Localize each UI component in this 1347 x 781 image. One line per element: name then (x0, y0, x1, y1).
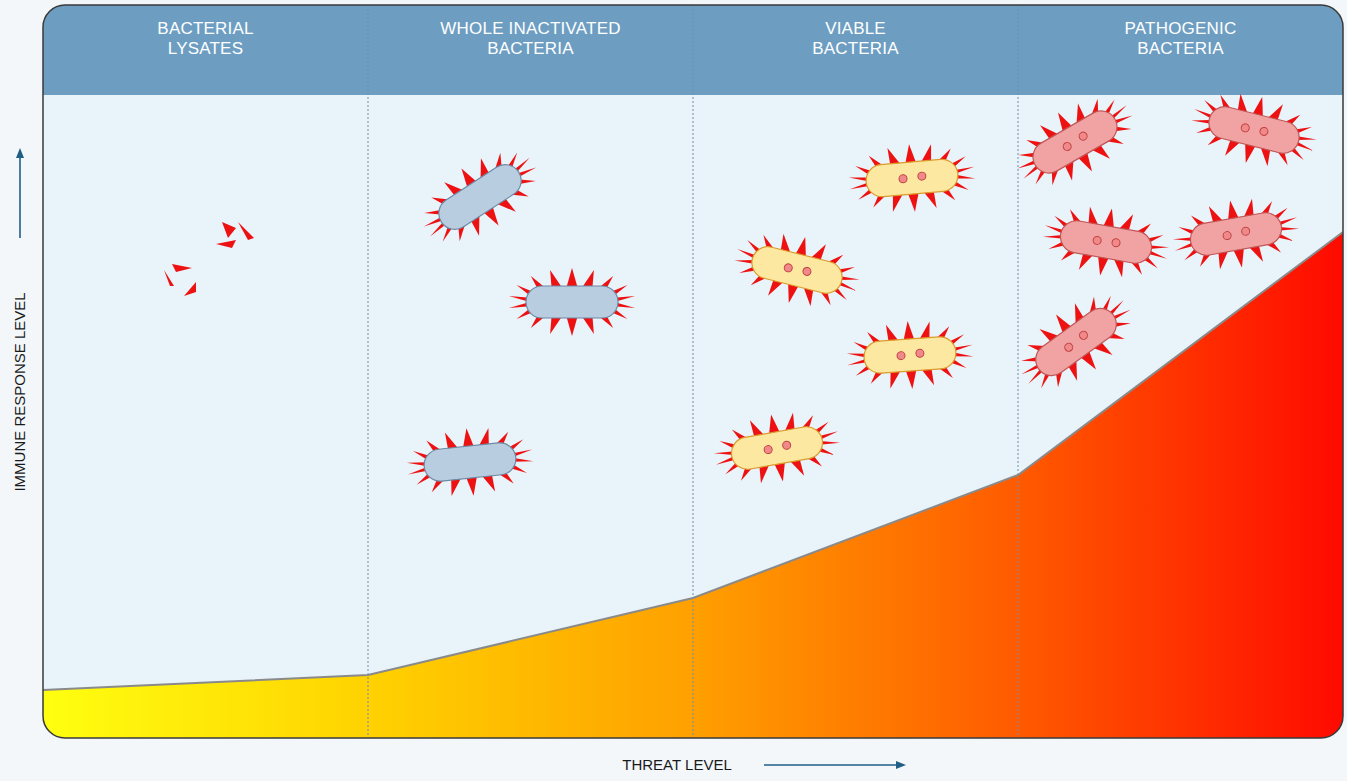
bacterium (709, 404, 845, 493)
bacterium (404, 422, 536, 503)
column-band: WHOLE INACTIVATED BACTERIA (368, 5, 693, 738)
column-heading: BACTERIAL LYSATES (146, 5, 266, 59)
bacterium (509, 268, 635, 336)
panel-ground (43, 5, 1343, 738)
bacterium (1003, 81, 1146, 203)
bacterium (1038, 198, 1174, 287)
column-heading: PATHOGENIC BACTERIA (1116, 5, 1246, 59)
column-band: BACTERIAL LYSATES (43, 5, 368, 738)
bacterium (1005, 277, 1147, 406)
bacterium (846, 139, 978, 218)
panel-border (43, 5, 1343, 738)
bacterium (845, 317, 975, 394)
column-band: VIABLE BACTERIA (693, 5, 1018, 738)
axis-label: THREAT LEVEL (622, 756, 731, 774)
column-band: PATHOGENIC BACTERIA (1018, 5, 1343, 738)
axis-arrows (16, 148, 906, 769)
column-heading: VIABLE BACTERIA (801, 5, 911, 59)
bacterium (728, 222, 867, 318)
bacterium (409, 134, 552, 260)
column-dividers (368, 5, 1018, 738)
column-heading: WHOLE INACTIVATED BACTERIA (428, 5, 633, 59)
bacterium (1185, 82, 1324, 178)
lysate-fragments (164, 222, 254, 296)
bacterium (1168, 190, 1304, 279)
bacteria (404, 81, 1324, 502)
axis-label: IMMUNE RESPONSE LEVEL (11, 292, 29, 491)
